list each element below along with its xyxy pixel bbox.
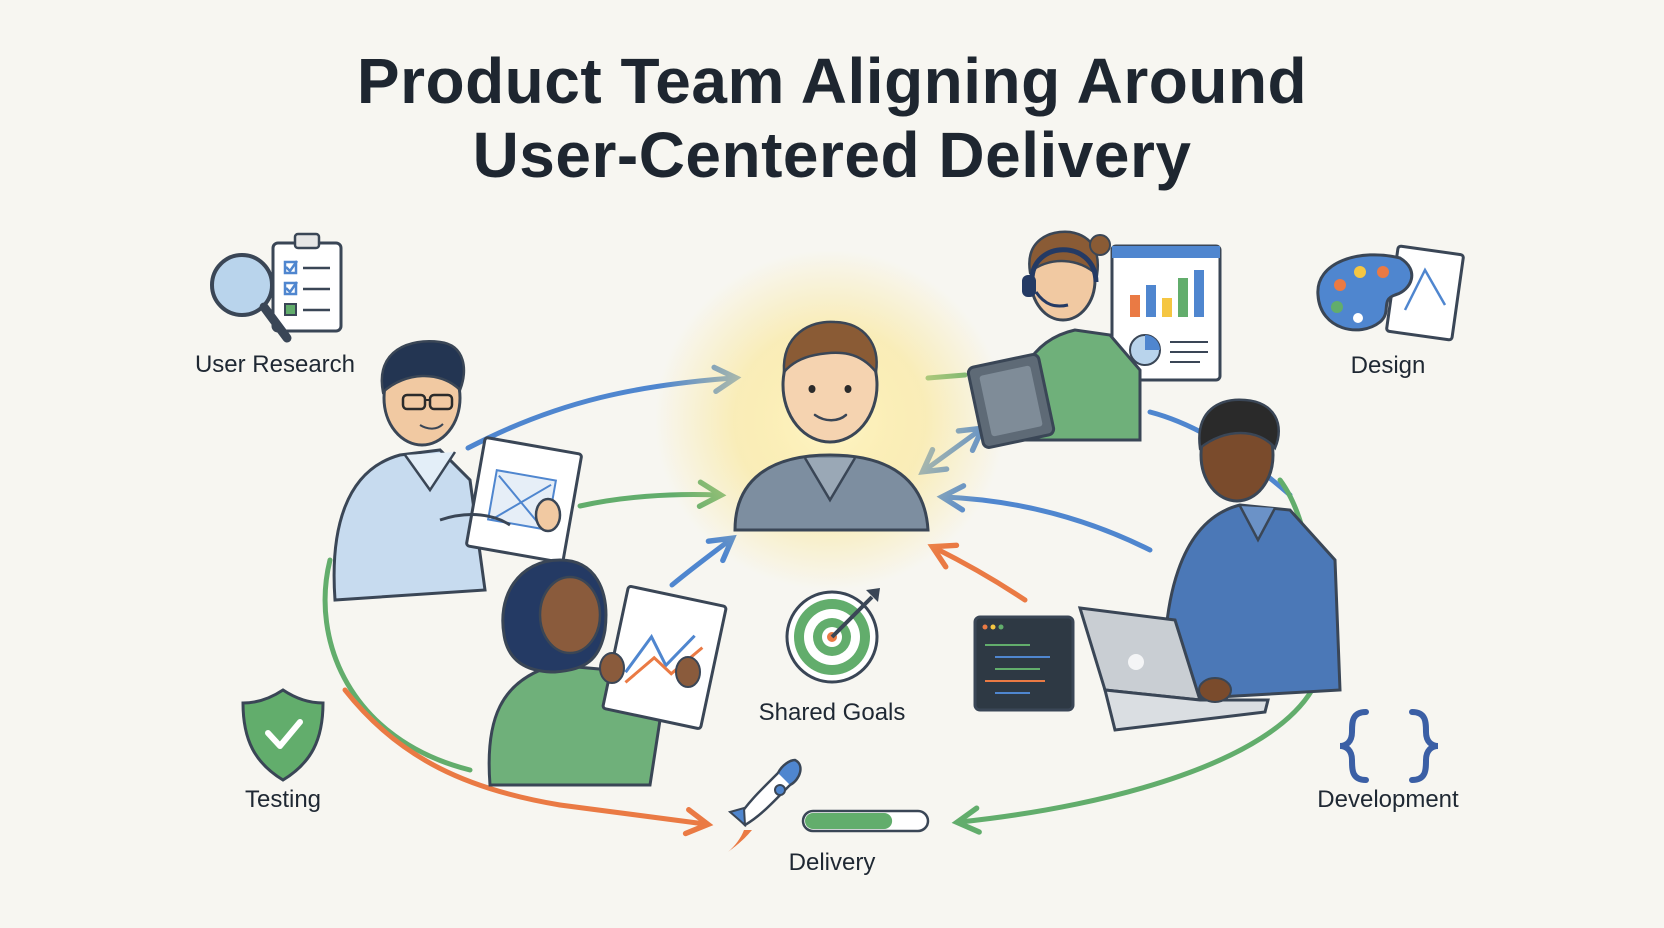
design-icon: [1316, 244, 1465, 342]
team-member-designer: [966, 230, 1222, 449]
delivery-progress-bar: [801, 809, 930, 833]
label-user-research: User Research: [194, 351, 356, 378]
label-delivery: Delivery: [788, 849, 876, 876]
shared-goals-target-icon: [785, 588, 880, 684]
central-user-figure: [655, 250, 1005, 590]
arrow-left-arc-orange: [342, 687, 563, 808]
label-testing: Testing: [244, 786, 322, 813]
page-title-line-2: User-Centered Delivery: [472, 119, 1192, 191]
label-shared-goals: Shared Goals: [758, 699, 906, 726]
label-development: Development: [1317, 786, 1459, 813]
label-design: Design: [1350, 352, 1426, 379]
arrow-right-arc-green: [951, 687, 1315, 835]
page-title-line-1: Product Team Aligning Around: [356, 45, 1308, 117]
team-member-analyst: [487, 558, 728, 787]
arrow-testing-to-delivery: [557, 802, 714, 837]
development-icon: [1339, 709, 1439, 783]
arrow-left-arc-green: [322, 557, 473, 773]
delivery-rocket-icon: [727, 758, 802, 852]
team-member-developer: [973, 398, 1342, 732]
page-title: Product Team Aligning Around User-Center…: [0, 44, 1664, 192]
team-member-researcher: [332, 340, 583, 602]
testing-icon: [241, 688, 325, 782]
user-research-icon: [210, 232, 343, 343]
arrow-dev-to-center-orange: [927, 542, 1028, 603]
